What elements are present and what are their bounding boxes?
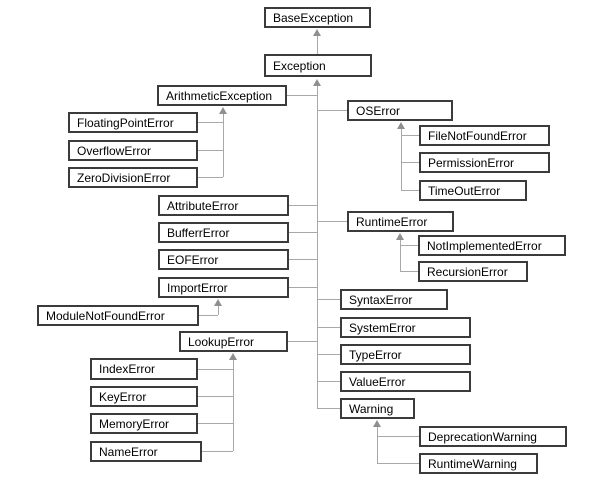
- node-filenotfounderror: FileNotFoundError: [419, 125, 550, 146]
- connector-stub-overflowerror-link: [198, 150, 223, 151]
- connector-stub-importerror-spine: [289, 287, 317, 288]
- node-overflowerror: OverflowError: [68, 140, 198, 161]
- connector-trunk-to-exception-spine: [316, 84, 318, 408]
- node-arithmeticexception: ArithmeticException: [157, 85, 287, 106]
- arrowhead-to-importerror: [214, 299, 222, 306]
- connector-trunk-to-importerror: [217, 304, 219, 315]
- node-typeerror: TypeError: [340, 344, 471, 365]
- connector-trunk-to-arithmeticexception: [222, 112, 224, 177]
- connector-stub-filenotfounderror-link: [401, 135, 419, 136]
- connector-stub-timeouterror-link: [401, 190, 419, 191]
- connector-stub-lookuperror-spine: [288, 341, 317, 342]
- node-floatingpointerror: FloatingPointError: [68, 112, 198, 133]
- node-keyerror: KeyError: [90, 386, 198, 407]
- arrowhead-to-runtimeerror: [396, 233, 404, 240]
- node-timeouterror: TimeOutError: [419, 180, 527, 201]
- connector-stub-runtimewarning-link: [377, 463, 419, 464]
- connector-stub-memoryerror-link: [198, 423, 233, 424]
- node-recursionerror: RecursionError: [418, 261, 528, 282]
- arrowhead-to-lookuperror: [229, 353, 237, 360]
- node-notimplementederror: NotImplementedError: [418, 235, 566, 256]
- connector-stub-valueerror-spine: [317, 381, 340, 382]
- node-nameerror: NameError: [90, 441, 202, 462]
- connector-stub-eoferror-spine: [289, 259, 317, 260]
- connector-stub-notimplementederror-link: [400, 245, 418, 246]
- arrowhead-to-exception-spine: [313, 79, 321, 86]
- connector-trunk-to-warning: [376, 425, 378, 463]
- node-exception: Exception: [264, 54, 372, 77]
- connector-trunk-to-runtimeerror: [399, 238, 401, 271]
- connector-trunk-to-baseexception: [316, 34, 318, 54]
- node-importerror: ImportError: [158, 277, 289, 298]
- connector-stub-indexerror-link: [198, 369, 233, 370]
- node-warning: Warning: [340, 398, 415, 419]
- connector-stub-typeerror-spine: [317, 354, 340, 355]
- node-baseexception: BaseException: [264, 7, 371, 28]
- connector-stub-arithmeticexception-spine: [287, 95, 317, 96]
- connector-stub-syntaxerror-spine: [317, 299, 340, 300]
- node-indexerror: IndexError: [90, 358, 198, 380]
- connector-stub-systemerror-spine: [317, 327, 340, 328]
- arrowhead-to-oserror: [397, 122, 405, 129]
- connector-stub-warning-spine: [317, 408, 340, 409]
- node-runtimewarning: RuntimeWarning: [419, 453, 538, 474]
- connector-stub-bufferrerror-spine: [289, 232, 317, 233]
- node-deprecationwarning: DeprecationWarning: [419, 426, 567, 447]
- node-zerodivisionerror: ZeroDivisionError: [68, 167, 198, 188]
- node-attributeerror: AttributeError: [158, 195, 289, 216]
- node-memoryerror: MemoryError: [90, 413, 198, 434]
- connector-trunk-to-lookuperror: [232, 358, 234, 451]
- node-permissionerror: PermissionError: [419, 152, 550, 173]
- arrowhead-to-baseexception: [313, 29, 321, 36]
- node-systemerror: SystemError: [340, 317, 471, 338]
- connector-stub-floatingpointerror-link: [198, 122, 223, 123]
- node-runtimeerror: RuntimeError: [347, 211, 454, 232]
- connector-stub-attributeerror-spine: [289, 205, 317, 206]
- node-oserror: OSError: [347, 100, 453, 121]
- node-valueerror: ValueError: [340, 371, 471, 392]
- connector-stub-deprecationwarning-link: [377, 436, 419, 437]
- connector-stub-oserror-spine: [317, 110, 347, 111]
- connector-stub-nameerror-link: [202, 451, 233, 452]
- connector-stub-recursionerror-link: [400, 271, 418, 272]
- connector-stub-zerodivisionerror-link: [198, 177, 223, 178]
- node-eoferror: EOFError: [158, 249, 289, 270]
- connector-stub-keyerror-link: [198, 396, 233, 397]
- arrowhead-to-arithmeticexception: [219, 107, 227, 114]
- node-lookuperror: LookupError: [179, 331, 288, 352]
- connector-stub-runtimeerror-spine: [317, 221, 347, 222]
- node-bufferrerror: BufferrError: [158, 222, 289, 243]
- connector-stub-modulenotfounderror-link: [199, 315, 218, 316]
- arrowhead-to-warning: [373, 420, 381, 427]
- connector-trunk-to-oserror: [400, 127, 402, 190]
- node-syntaxerror: SyntaxError: [340, 289, 448, 310]
- node-modulenotfounderror: ModuleNotFoundError: [37, 305, 199, 326]
- connector-stub-permissionerror-link: [401, 162, 419, 163]
